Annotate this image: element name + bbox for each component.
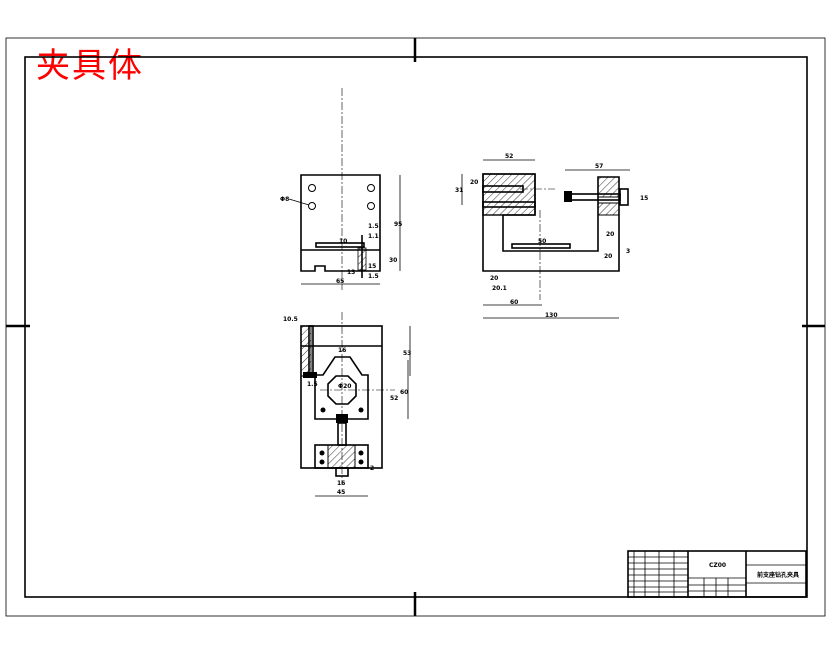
dim-label: 1.5	[307, 381, 318, 388]
dim-label: Φ20	[338, 383, 351, 390]
dim-label: 1.5	[368, 273, 379, 280]
drawing-title: 夹具体	[36, 46, 144, 86]
dim-label: 3	[626, 248, 630, 255]
front-view: Φ8 1.5 1.1 10 13 15 1.5 65 95 30	[280, 88, 402, 290]
center-marks	[6, 38, 825, 616]
dim-label: 53	[403, 350, 411, 357]
dim-label: Φ8	[280, 196, 289, 203]
dim-label: 1.1	[368, 233, 379, 240]
dim-label: 57	[595, 163, 603, 170]
dim-label: 20	[490, 275, 498, 282]
dim-label: 52	[390, 395, 398, 402]
dim-label: 130	[545, 312, 558, 319]
dim-label: 20	[470, 179, 478, 186]
dim-label: 16	[337, 480, 345, 487]
dim-label: 60	[400, 389, 408, 396]
dim-label: 16	[338, 347, 346, 354]
top-view: 10.5 16 Φ20 53 60 52 1.5 16 45 2	[283, 312, 411, 497]
drawing-number: CZ00	[709, 562, 726, 569]
drawing-name: 前支座钻孔夹具	[757, 571, 799, 579]
dim-label: 15	[640, 195, 648, 202]
dim-label: 1.5	[368, 223, 379, 230]
title-block: CZ00 前支座钻孔夹具	[627, 550, 807, 598]
dim-label: 20	[606, 231, 614, 238]
dim-label: 10.5	[283, 316, 298, 323]
dim-label: 13	[347, 269, 355, 276]
dim-label: 30	[389, 257, 397, 264]
dim-label: 31	[455, 187, 463, 194]
dim-label: 20	[604, 253, 612, 260]
inner-border	[24, 56, 808, 598]
dim-label: 45	[337, 489, 345, 496]
dim-label: 10	[339, 238, 347, 245]
dim-label: 20.1	[492, 285, 507, 292]
dim-label: 50	[538, 238, 546, 245]
dim-label: 2	[370, 465, 374, 472]
dim-label: 15	[368, 263, 376, 270]
side-view: 52 20 31 57 15 50 20 20 20 20.1 60 130 3	[455, 153, 648, 319]
dim-label: 60	[510, 299, 518, 306]
dim-label: 95	[394, 221, 402, 228]
dim-label: 52	[505, 153, 513, 160]
dim-label: 65	[336, 278, 344, 285]
outer-frame	[5, 37, 826, 617]
